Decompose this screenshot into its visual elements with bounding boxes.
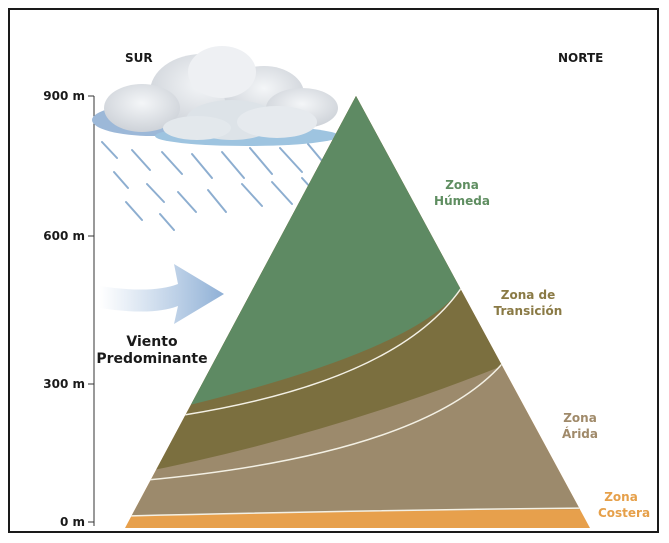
cloud-icon [92, 46, 338, 136]
zone-label-coastal-1: Zona [604, 490, 638, 504]
boundary-arid [125, 507, 590, 517]
mountain-diagram: 900 m 600 m 300 m 0 m SUR NORTE [43, 46, 650, 529]
zone-label-humid-1: Zona [445, 178, 479, 192]
tick-label-300: 300 m [43, 377, 85, 391]
boundary-transition [146, 363, 503, 481]
zone-label-coastal-2: Costera [598, 506, 650, 520]
wind-label-line1: Viento [126, 334, 178, 350]
north-label: NORTE [558, 51, 603, 65]
wind-arrow-icon [100, 264, 224, 324]
zone-label-humid-2: Húmeda [434, 194, 490, 208]
wind-label-line2: Predominante [96, 351, 207, 367]
diagram-frame: 900 m 600 m 300 m 0 m SUR NORTE [8, 8, 659, 533]
rain-icon [101, 141, 329, 231]
tick-label-0: 0 m [60, 515, 85, 529]
zone-label-arid-1: Zona [563, 411, 597, 425]
zone-label-transition-1: Zona de [501, 288, 556, 302]
south-label: SUR [125, 51, 153, 65]
zone-label-transition-2: Transición [494, 304, 563, 318]
tick-label-900: 900 m [43, 89, 85, 103]
zone-label-arid-2: Árida [562, 426, 598, 441]
tick-label-600: 600 m [43, 229, 85, 243]
boundary-humid [183, 283, 465, 416]
cloud-small-icon [155, 100, 339, 146]
